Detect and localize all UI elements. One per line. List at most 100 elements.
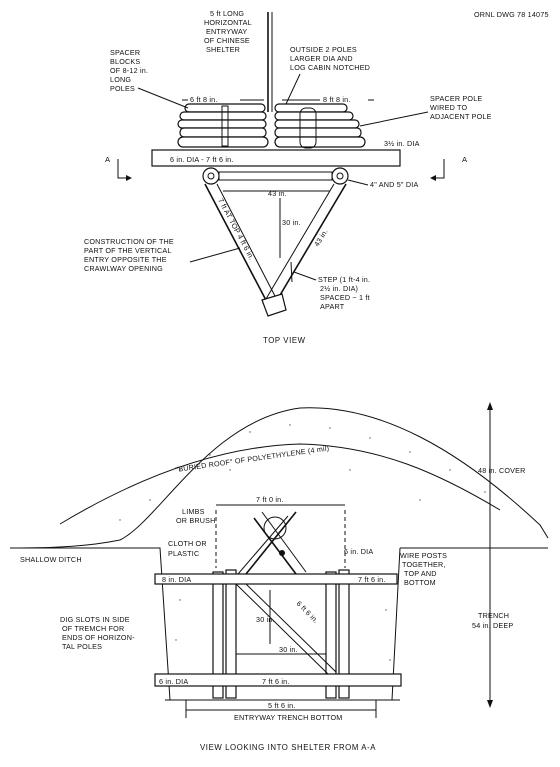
dim-30-vert: 30 in. — [256, 615, 275, 624]
log-left-2 — [179, 111, 267, 121]
entryway-line-1: 5 ft LONG — [210, 9, 244, 18]
entryway-line-3: ENTRYWAY — [206, 27, 247, 36]
section-view: 7 ft 0 in. 30 in. 30 in. 6 ft 6 in. 48 i… — [9, 402, 549, 752]
section-marker-left: A — [105, 155, 132, 181]
cover-label: 48 in. COVER — [478, 466, 526, 475]
x-brace-top — [263, 516, 287, 540]
top-view: 43 in. 30 in. 43 in. 7 ft AT TOP 4 ft 6 … — [84, 9, 492, 345]
construction-line-2: PART OF THE VERTICAL — [84, 246, 172, 255]
right-leg-inner — [262, 183, 335, 305]
dim-7ft0: 7 ft 0 in. — [256, 495, 284, 504]
right-leg-outer — [269, 183, 347, 313]
construction-label: CONSTRUCTION OF THE PART OF THE VERTICAL… — [84, 237, 241, 273]
left-leg-inner — [216, 183, 277, 299]
soil-stipple — [119, 424, 486, 661]
cloth-line-1: CLOTH OR — [168, 539, 207, 548]
wire-posts-line-3: TOP AND — [404, 569, 437, 578]
entryway-line-5: SHELTER — [206, 45, 240, 54]
post-6ft: 6 ft 6 in. — [295, 599, 321, 625]
x-brace-junction — [279, 550, 285, 556]
construction-line-4: CRAWLWAY OPENING — [84, 264, 163, 273]
polyethylene-roof-line — [59, 443, 501, 525]
log-left-4 — [179, 127, 267, 138]
bottom-horizontal-pole — [154, 673, 402, 687]
shallow-ditch: SHALLOW DITCH — [20, 555, 82, 564]
spacer-blocks-leader — [137, 87, 189, 109]
top-horizontal-pole — [154, 573, 398, 585]
len-7ft6-right: 7 ft 6 in. — [358, 575, 386, 584]
trench-left-wall — [10, 547, 171, 701]
dim-43-top: 43 in. — [268, 189, 287, 198]
main-pole-label: 6 in. DIA - 7 ft 6 in. — [170, 155, 234, 164]
dim-30-horiz: 30 in. — [279, 645, 298, 654]
entryway-line-2: HORIZONTAL — [204, 18, 252, 27]
spacer-blocks-line-3: OF 8-12 in. — [110, 66, 148, 75]
x-brace-b-edge — [237, 515, 289, 575]
wire-posts-line-4: BOTTOM — [404, 578, 436, 587]
dig-slots-line-3: ENDS OF HORIZON- — [62, 633, 135, 642]
trench-line-1: TRENCH — [478, 611, 509, 620]
leg-crossing — [261, 293, 287, 317]
outside-poles-line-2: LARGER DIA AND — [290, 54, 353, 63]
section-right-arrow — [436, 159, 445, 179]
left-length: 6 ft 8 in. — [190, 95, 218, 104]
roller-right — [331, 167, 349, 185]
step-marker — [290, 261, 293, 283]
bottom-caption: ENTRYWAY TRENCH BOTTOM — [234, 713, 343, 722]
x-brace-b — [245, 511, 297, 575]
outside-poles-line-3: LOG CABIN NOTCHED — [290, 63, 370, 72]
wire-posts-line-1: WIRE POSTS — [400, 551, 447, 560]
step-leader — [293, 271, 317, 281]
left-post-b — [225, 569, 237, 699]
top-view-caption: TOP VIEW — [263, 336, 306, 345]
x-brace-a-edge — [261, 511, 307, 573]
step-line-1: STEP (1 ft-4 in. — [318, 275, 370, 284]
spacer-pole-leader — [359, 111, 429, 127]
section-view-caption: VIEW LOOKING INTO SHELTER FROM A-A — [200, 743, 376, 752]
log-right-2 — [274, 111, 354, 121]
spacer-block-left — [221, 105, 229, 147]
right-length: 8 ft 8 in. — [323, 95, 351, 104]
left-leg-outer — [204, 183, 269, 305]
roller-axle — [218, 171, 333, 181]
roller-left — [202, 167, 220, 185]
step-label: STEP (1 ft-4 in. 2½ in. DIA) SPACED ~ 1 … — [293, 271, 370, 311]
spacer-block-right — [299, 107, 317, 149]
spacer-blocks-line-1: SPACER — [110, 48, 140, 57]
outside-poles-label: OUTSIDE 2 POLES LARGER DIA AND LOG CABIN… — [285, 45, 370, 105]
step-line-3: SPACED ~ 1 ft — [320, 293, 370, 302]
section-left-label: A — [105, 155, 111, 164]
left-leg-label: 7 ft AT TOP 4 ft 6 in. — [216, 197, 256, 262]
construction-line-3: ENTRY OPPOSITE THE — [84, 255, 167, 264]
construction-line-1: CONSTRUCTION OF THE — [84, 237, 174, 246]
construction-leader — [189, 247, 241, 263]
ladder-rail-b — [245, 583, 337, 673]
spacer-pole-line-2: WIRED TO — [430, 103, 467, 112]
spacer-blocks-line-2: BLOCKS — [110, 57, 140, 66]
rollers-label: 4" AND 5" DIA — [370, 180, 418, 189]
dim-30: 30 in. — [282, 218, 301, 227]
right-post-b — [338, 569, 350, 699]
dia-8-left: 8 in. DIA — [162, 575, 191, 584]
roller-left-hub — [207, 172, 215, 180]
outside-poles-leader — [285, 73, 301, 105]
spacer-blocks-label: SPACER BLOCKS OF 8-12 in. LONG POLES — [110, 48, 189, 109]
spacer-pole-label: SPACER POLE WIRED TO ADJACENT POLE — [359, 94, 492, 127]
log-right-5 — [274, 136, 366, 148]
bottom-length: 7 ft 6 in. — [262, 677, 290, 686]
section-right-arrowhead — [430, 175, 436, 181]
entryway-line-4: OF CHINESE — [204, 36, 250, 45]
roller-right-hub — [336, 172, 344, 180]
limbs-line-2: OR BRUSH — [176, 516, 216, 525]
right-post-a — [325, 571, 337, 699]
buried-roof-mound — [9, 407, 549, 549]
log-stack — [151, 103, 401, 185]
dig-slots-line-4: TAL POLES — [62, 642, 102, 651]
section-left-arrowhead — [126, 175, 132, 181]
cover-arrow-top — [487, 402, 493, 410]
ladder-rail-a — [235, 583, 329, 675]
spacer-pole-line-3: ADJACENT POLE — [430, 112, 492, 121]
step-line-4: APART — [320, 302, 345, 311]
